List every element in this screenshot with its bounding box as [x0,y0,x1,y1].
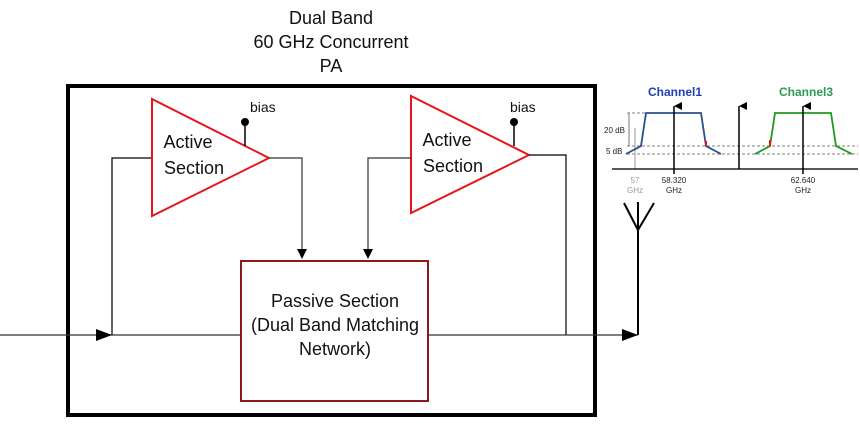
level-5db: 5 dB [606,147,622,156]
bias-node-2 [510,118,518,126]
antenna-icon [623,202,655,335]
active-section-2-label-line2: Section [423,156,483,176]
passive-section-line1: Passive Section [271,291,399,311]
active-section-1-label-line1: Active [163,132,212,152]
active2-input-wire [363,157,411,259]
freq-ch3: 62.640 [791,176,816,185]
pa-chip-boundary [66,84,597,417]
title-line1: Dual Band [289,8,373,28]
freq-57-unit: GHz [627,186,643,195]
channel1-label: Channel1 [648,85,702,99]
active-section-2: Active Section bias [410,94,536,215]
title-line2: 60 GHz Concurrent [253,32,408,52]
bias-label-1: bias [250,99,276,115]
passive-section-box [240,260,429,402]
freq-ch3-unit: GHz [795,186,811,195]
amplifier-triangle-2 [410,94,532,215]
bias-node-1 [241,118,249,126]
active-section-1-label-line2: Section [164,158,224,178]
freq-ch1: 58.320 [662,176,687,185]
passive-section: Passive Section (Dual Band Matching Netw… [240,260,429,402]
active-section-2-label-line1: Active [422,130,471,150]
level-20db: 20 dB [604,126,625,135]
active1-input-wire [111,157,153,335]
active2-output-wire [529,154,567,335]
freq-ch1-unit: GHz [666,186,682,195]
amplifier-triangle-1 [151,97,272,218]
passive-section-line3: Network) [299,339,371,359]
passive-section-line2: (Dual Band Matching [251,315,419,335]
channel3-label: Channel3 [779,85,833,99]
active-section-1: Active Section bias [151,97,276,218]
active1-output-wire [269,157,307,259]
spectrum-mask-inset: Channel1 Channel3 20 dB 5 dB 57 GHz 58.3… [604,85,858,195]
bias-label-2: bias [510,99,536,115]
freq-57: 57 [631,176,640,185]
title-line3: PA [320,56,343,76]
